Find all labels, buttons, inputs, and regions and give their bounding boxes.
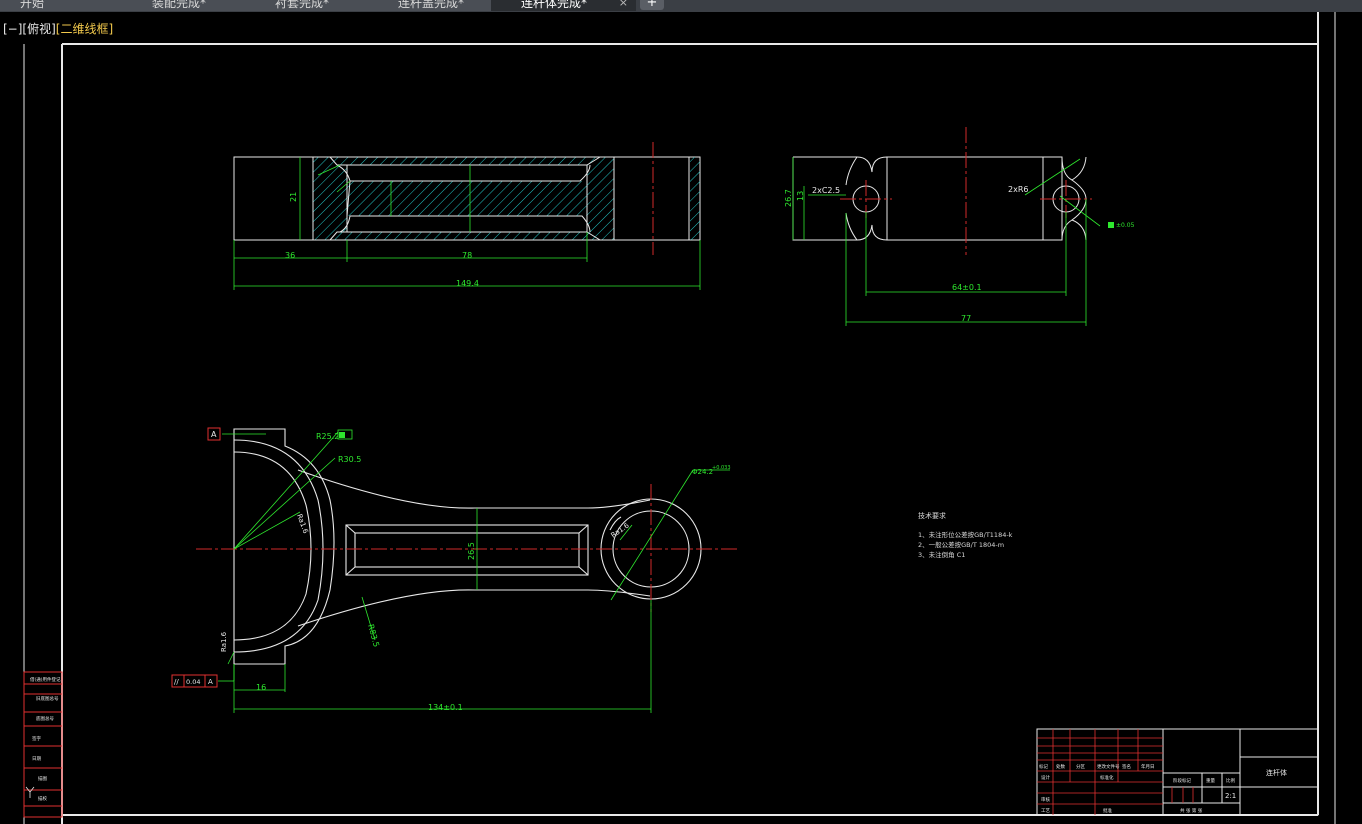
tb-weight: 重量 xyxy=(1206,777,1215,784)
tb-sign: 签名 xyxy=(1122,763,1131,770)
dim-149-4[interactable]: 149.4 xyxy=(456,279,479,288)
dim-77[interactable]: 77 xyxy=(961,314,971,323)
plan-view-centerlines xyxy=(196,484,738,612)
dim-26-7[interactable]: 26.7 xyxy=(784,189,793,207)
dim-134[interactable]: 134±0.1 xyxy=(428,703,463,712)
strip-label-5: 日期 xyxy=(32,756,41,762)
front-section-view[interactable] xyxy=(233,142,701,255)
tab-start[interactable]: 开始 xyxy=(0,0,140,11)
tb-scale[interactable]: 2:1 xyxy=(1225,792,1236,800)
parallelism-datum[interactable]: A xyxy=(208,678,213,686)
tab-rod-body[interactable]: 连杆体完成* × xyxy=(491,0,636,11)
dim-phi24-2-tolerance[interactable]: +0.033 xyxy=(712,465,731,471)
tb-date: 年月日 xyxy=(1141,763,1155,770)
surface-finish-fill xyxy=(339,432,345,438)
close-icon[interactable]: × xyxy=(618,0,628,9)
dim-2xr6[interactable]: 2xR6 xyxy=(1008,185,1028,194)
dim-phi24-2[interactable]: Φ24.2 xyxy=(692,468,713,476)
technical-requirements[interactable]: 技术要求 1、未注形位公差按GB/T1184-k 2、一般公差按GB/T 180… xyxy=(918,511,1013,559)
dim-16[interactable]: 16 xyxy=(256,683,266,692)
dim-2xc2-5[interactable]: 2xC2.5 xyxy=(812,186,840,195)
dim-64[interactable]: 64±0.1 xyxy=(952,283,982,292)
plan-view-dimensions xyxy=(218,431,730,713)
dim-r30-5[interactable]: R30.5 xyxy=(338,455,361,464)
surface-finish-box xyxy=(337,429,353,440)
tab-label: 开始 xyxy=(20,0,45,10)
strip-label-6: 描图 xyxy=(38,775,47,782)
tb-part-name[interactable]: 连杆体 xyxy=(1266,768,1287,777)
tech-title: 技术要求 xyxy=(918,511,946,520)
dim-78[interactable]: 78 xyxy=(462,251,472,260)
tech-line-2: 2、一般公差按GB/T 1804-m xyxy=(918,540,1004,549)
dim-r25-2[interactable]: R25.2 xyxy=(316,432,339,441)
tolerance-box xyxy=(1108,222,1114,228)
strip-label-3: 底图总号 xyxy=(36,715,54,722)
dim-tolerance[interactable]: ±0.05 xyxy=(1116,222,1135,229)
tb-review: 审核 xyxy=(1041,796,1050,803)
tb-stage: 阶段标记 xyxy=(1173,777,1191,784)
tb-design: 设计 xyxy=(1041,774,1050,781)
strip-label-2: 旧底图总号 xyxy=(36,695,59,702)
viewport-controls: [−][俯视][二维线框] xyxy=(3,20,113,37)
dim-13[interactable]: 13 xyxy=(796,191,805,201)
tech-line-1: 1、未注形位公差按GB/T1184-k xyxy=(918,530,1013,539)
tb-mark: 标记 xyxy=(1039,763,1048,770)
view-direction-control[interactable]: [俯视] xyxy=(22,22,56,36)
left-registration-strip[interactable]: 借(通)用件登记 旧底图总号 底图总号 签字 日期 描图 描校 xyxy=(23,671,63,818)
dim-r83-5[interactable]: R83.5 xyxy=(366,623,381,648)
side-view-dimensions xyxy=(792,157,1101,326)
tech-line-3: 3、未注倒角 C1 xyxy=(918,550,965,559)
tab-label: 连杆盖完成* xyxy=(398,0,465,10)
dim-ra1-6-upper[interactable]: Ra1.6 xyxy=(295,513,310,535)
tb-sheets: 共 张 第 张 xyxy=(1180,807,1203,814)
dim-ra1-6-lower[interactable]: Ra1.6 xyxy=(220,631,228,652)
side-view-centerlines xyxy=(840,127,1092,255)
dim-36[interactable]: 36 xyxy=(285,251,295,260)
document-tab-bar: 开始 装配完成* × 衬套完成* × 连杆盖完成* × 连杆体完成* × + xyxy=(0,0,1362,12)
drawing-frame xyxy=(23,12,1336,824)
new-tab-button[interactable]: + xyxy=(640,0,664,10)
visual-style-control[interactable]: [二维线框] xyxy=(55,22,114,36)
front-view-dimensions xyxy=(233,157,701,290)
tab-label: 连杆体完成* xyxy=(521,0,588,10)
datum-a-label[interactable]: A xyxy=(211,430,217,439)
tab-label: 衬套完成* xyxy=(275,0,330,10)
tb-ratio: 比例 xyxy=(1226,777,1235,784)
tb-doc-no: 更改文件号 xyxy=(1097,763,1120,770)
tab-label: 装配完成* xyxy=(152,0,207,10)
tb-standard: 标准化 xyxy=(1100,774,1114,781)
parallelism-frame xyxy=(171,674,218,688)
dim-21[interactable]: 21 xyxy=(289,192,298,202)
parallelism-value[interactable]: 0.04 xyxy=(186,678,200,686)
strip-label-4: 签字 xyxy=(32,735,41,742)
title-block[interactable]: 标记 处数 分区 更改文件号 签名 年月日 设计 标准化 审核 工艺 批准 阶段… xyxy=(1036,728,1319,816)
ucs-icon xyxy=(25,786,35,798)
viewport-minimize-control[interactable]: [−] xyxy=(3,22,23,36)
tb-count: 处数 xyxy=(1056,763,1065,770)
datum-a-box xyxy=(207,427,221,441)
strip-label-1: 借(通)用件登记 xyxy=(30,676,61,683)
tb-approve: 批准 xyxy=(1103,807,1112,814)
dim-26-5[interactable]: 26.5 xyxy=(467,542,476,560)
strip-label-7: 描校 xyxy=(38,795,47,802)
tb-zone: 分区 xyxy=(1076,763,1085,770)
tb-process: 工艺 xyxy=(1041,808,1050,814)
parallelism-symbol[interactable]: // xyxy=(174,678,179,686)
